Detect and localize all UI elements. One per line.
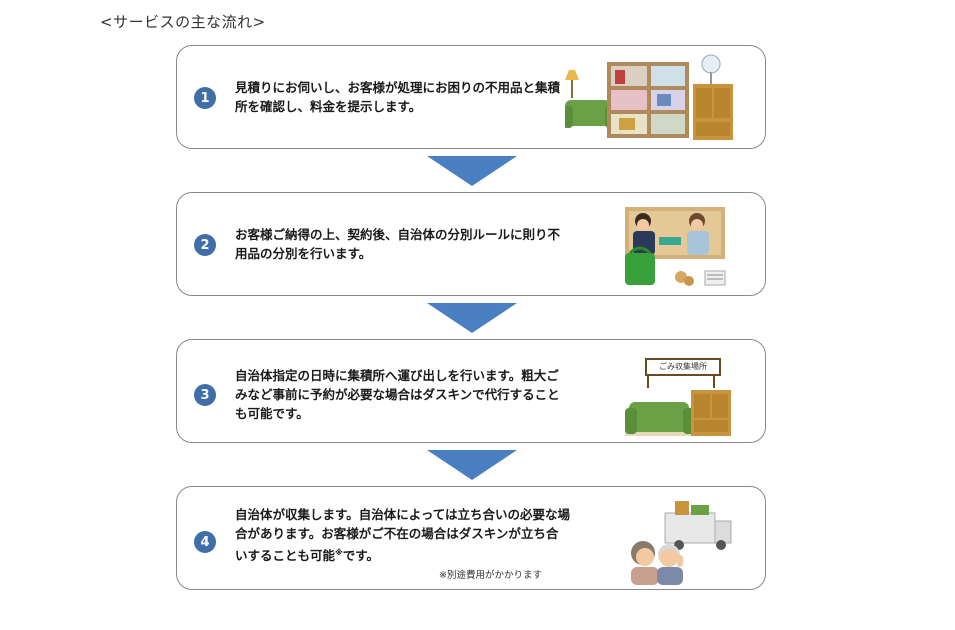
garbage-collection-point-illustration: ごみ収集場所 bbox=[625, 354, 735, 438]
step-description: 自治体指定の日時に集積所へ運び出しを行います。粗大ごみなど事前に予約が必要な場合… bbox=[235, 368, 560, 421]
truck-and-elderly-couple-illustration bbox=[631, 501, 732, 585]
down-arrow-icon bbox=[427, 156, 517, 186]
collection-point-sign: ごみ収集場所 bbox=[645, 358, 721, 376]
step-description: お客様ご納得の上、契約後、自治体の分別ルールに則り不用品の分別を行います。 bbox=[235, 227, 561, 261]
down-arrow-icon bbox=[427, 303, 517, 333]
step-description-main: 自治体が収集します。自治体によっては立ち合いの必要な場合があります。お客様がご不… bbox=[235, 507, 571, 564]
step-description-end: です。 bbox=[342, 548, 380, 564]
step-number-badge: 3 bbox=[194, 384, 216, 406]
step-description: 見積りにお伺いし、お客様が処理にお困りの不用品と集積所を確認し、料金を提示します… bbox=[235, 80, 561, 114]
step-description: 自治体が収集します。自治体によっては立ち合いの必要な場合があります。お客様がご不… bbox=[235, 505, 570, 565]
step-number-badge: 1 bbox=[194, 87, 216, 109]
step-card-3: 3 自治体指定の日時に集積所へ運び出しを行います。粗大ごみなど事前に予約が必要な… bbox=[176, 339, 766, 443]
sorting-workers-illustration bbox=[625, 207, 726, 286]
step-card-2: 2 お客様ご納得の上、契約後、自治体の分別ルールに則り不用品の分別を行います。 bbox=[176, 192, 766, 296]
fee-note: ※別途費用がかかります bbox=[439, 570, 542, 581]
footnote-mark: ※ bbox=[335, 548, 343, 557]
down-arrow-icon bbox=[427, 450, 517, 480]
furniture-pile-illustration bbox=[565, 54, 733, 140]
step-card-4: 4 自治体が収集します。自治体によっては立ち合いの必要な場合があります。お客様が… bbox=[176, 486, 766, 590]
step-number-badge: 4 bbox=[194, 531, 216, 553]
step-card-1: 1 見積りにお伺いし、お客様が処理にお困りの不用品と集積所を確認し、料金を提示し… bbox=[176, 45, 766, 149]
page-title: <サービスの主な流れ> bbox=[100, 13, 266, 31]
step-number-badge: 2 bbox=[194, 234, 216, 256]
